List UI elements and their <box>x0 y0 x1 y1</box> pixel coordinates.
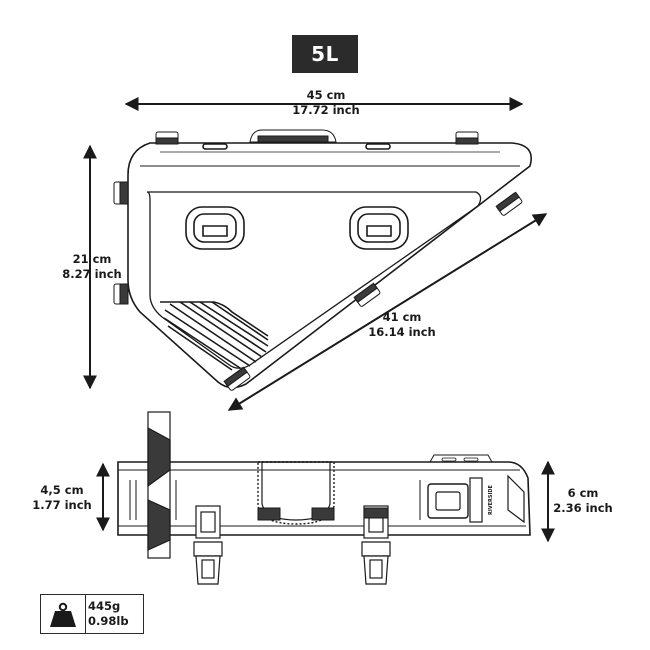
height-metric: 21 cm <box>72 252 112 266</box>
frame-bag-top-view <box>117 454 531 536</box>
side-depth-imperial: 2.36 inch <box>553 501 613 515</box>
top-view-strap-marks <box>257 507 389 521</box>
weight-metric: 445g <box>88 599 121 613</box>
side-width-metric: 4,5 cm <box>40 483 84 497</box>
side-width-label: 4,5 cm 1.77 inch <box>26 483 98 513</box>
side-depth-label: 6 cm 2.36 inch <box>552 486 614 516</box>
diagonal-imperial: 16.14 inch <box>368 325 436 339</box>
diagonal-label: 41 cm 16.14 inch <box>354 310 450 340</box>
weight-icon <box>50 602 76 627</box>
weight-values: 445g 0.98lb <box>88 599 129 629</box>
weight-box: 445g 0.98lb <box>40 594 144 634</box>
frame-bag-straps <box>113 129 523 391</box>
side-depth-metric: 6 cm <box>567 486 599 500</box>
top-view-vertical-strap <box>147 411 171 559</box>
frame-bag-side-view <box>127 142 532 389</box>
top-length-metric: 45 cm <box>306 88 346 102</box>
side-width-imperial: 1.77 inch <box>32 498 92 512</box>
weight-divider <box>85 595 86 633</box>
height-imperial: 8.27 inch <box>62 267 122 281</box>
height-label: 21 cm 8.27 inch <box>60 252 124 282</box>
brand-label: RIVERSIDE <box>488 484 494 514</box>
top-length-label: 45 cm 17.72 inch <box>276 88 376 118</box>
weight-imperial: 0.98lb <box>88 614 129 628</box>
capacity-label: 5L <box>311 42 339 66</box>
diagonal-arrow <box>227 213 548 411</box>
top-length-imperial: 17.72 inch <box>292 103 360 117</box>
capacity-badge: 5L <box>292 35 358 73</box>
diagonal-metric: 41 cm <box>382 310 422 324</box>
hanging-buckles <box>193 505 391 585</box>
